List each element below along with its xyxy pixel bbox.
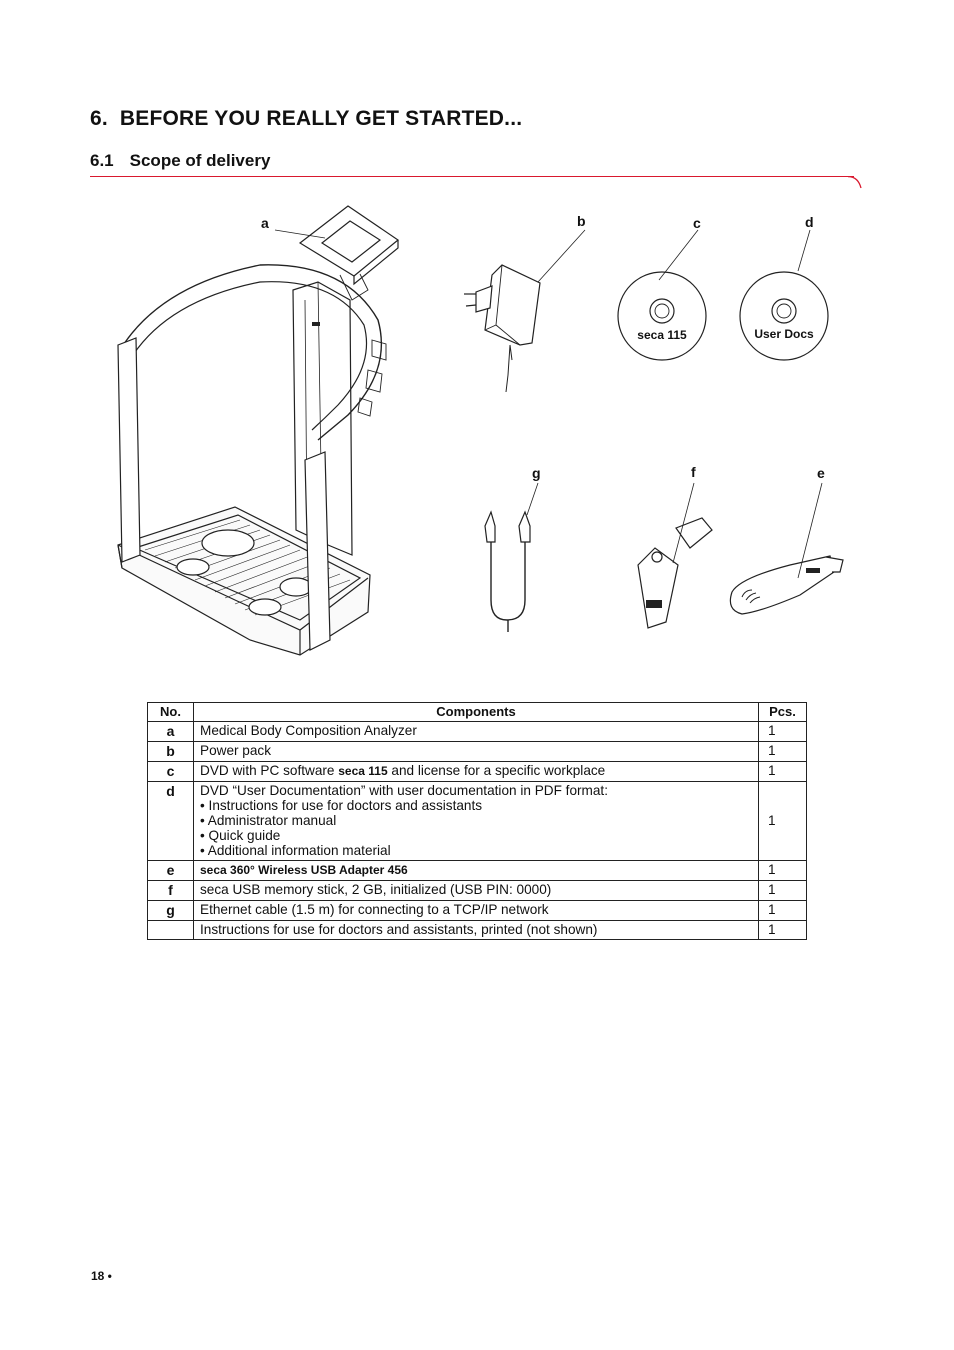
components-table: No. Components Pcs. a Medical Body Compo… bbox=[147, 702, 807, 940]
component-text: and license for a specific workplace bbox=[387, 763, 606, 778]
row-component: Instructions for use for doctors and ass… bbox=[193, 920, 759, 940]
component-bullet: • Additional information material bbox=[200, 843, 391, 858]
section-heading: 6.1 Scope of delivery bbox=[90, 151, 270, 171]
table-row: e seca 360° Wireless USB Adapter 456 1 bbox=[147, 860, 807, 881]
usb-memory-stick-illustration bbox=[637, 482, 713, 629]
table-header-row: No. Components Pcs. bbox=[147, 702, 807, 722]
row-no: a bbox=[147, 721, 194, 742]
row-no: g bbox=[147, 900, 194, 921]
row-component: Ethernet cable (1.5 m) for connecting to… bbox=[193, 900, 759, 921]
row-no: d bbox=[147, 781, 194, 861]
row-pcs: 1 bbox=[758, 721, 807, 742]
dvd-seca115-illustration bbox=[617, 229, 707, 361]
label-f: f bbox=[691, 464, 696, 480]
chapter-heading: 6. BEFORE YOU REALLY GET STARTED... bbox=[90, 107, 522, 131]
component-text: DVD with PC software bbox=[200, 763, 339, 778]
row-component: DVD “User Documentation” with user docum… bbox=[193, 781, 759, 861]
chapter-number: 6. bbox=[90, 107, 108, 130]
ethernet-cable-illustration bbox=[484, 482, 539, 632]
product-name: seca 360° Wireless USB Adapter 456 bbox=[200, 863, 408, 877]
power-pack-illustration bbox=[464, 229, 586, 393]
header-components: Components bbox=[193, 702, 759, 722]
row-pcs: 1 bbox=[758, 900, 807, 921]
wireless-usb-adapter-illustration bbox=[729, 482, 844, 615]
disc-c-label: seca 115 bbox=[637, 328, 687, 342]
table-row: Instructions for use for doctors and ass… bbox=[147, 920, 807, 940]
row-no bbox=[147, 920, 194, 940]
label-c: c bbox=[693, 215, 701, 231]
row-pcs: 1 bbox=[758, 860, 807, 881]
label-a: a bbox=[261, 215, 269, 231]
label-e: e bbox=[817, 465, 825, 481]
row-component: Medical Body Composition Analyzer bbox=[193, 721, 759, 742]
scope-of-delivery-figure bbox=[117, 205, 844, 656]
dvd-user-docs-illustration bbox=[739, 229, 829, 361]
row-component: seca USB memory stick, 2 GB, initialized… bbox=[193, 880, 759, 901]
row-pcs: 1 bbox=[758, 920, 807, 940]
row-pcs: 1 bbox=[758, 880, 807, 901]
analyzer-illustration bbox=[117, 205, 400, 656]
row-pcs: 1 bbox=[758, 781, 807, 861]
header-no: No. bbox=[147, 702, 194, 722]
table-row: g Ethernet cable (1.5 m) for connecting … bbox=[147, 900, 807, 921]
label-b: b bbox=[577, 213, 586, 229]
section-divider-hook bbox=[848, 176, 862, 189]
section-number: 6.1 bbox=[90, 151, 114, 170]
page-number: 18 • bbox=[91, 1269, 112, 1283]
section-title: Scope of delivery bbox=[129, 151, 271, 170]
table-row: b Power pack 1 bbox=[147, 741, 807, 762]
product-name: seca 115 bbox=[338, 764, 388, 778]
disc-d-label: User Docs bbox=[754, 327, 814, 341]
row-component: Power pack bbox=[193, 741, 759, 762]
table-row: d DVD “User Documentation” with user doc… bbox=[147, 781, 807, 861]
label-g: g bbox=[532, 465, 541, 481]
table-row: f seca USB memory stick, 2 GB, initializ… bbox=[147, 880, 807, 901]
row-pcs: 1 bbox=[758, 741, 807, 762]
table-row: c DVD with PC software seca 115 and lice… bbox=[147, 761, 807, 782]
chapter-title: BEFORE YOU REALLY GET STARTED... bbox=[119, 107, 523, 130]
component-bullet: • Instructions for use for doctors and a… bbox=[200, 798, 483, 813]
section-divider bbox=[90, 176, 854, 177]
row-no: e bbox=[147, 860, 194, 881]
row-no: f bbox=[147, 880, 194, 901]
row-component: DVD with PC software seca 115 and licens… bbox=[193, 761, 759, 782]
table-row: a Medical Body Composition Analyzer 1 bbox=[147, 721, 807, 742]
component-bullet: • Administrator manual bbox=[200, 813, 337, 828]
component-line: DVD “User Documentation” with user docum… bbox=[200, 783, 608, 798]
row-no: c bbox=[147, 761, 194, 782]
component-bullet: • Quick guide bbox=[200, 828, 281, 843]
header-pcs: Pcs. bbox=[758, 702, 807, 722]
row-pcs: 1 bbox=[758, 761, 807, 782]
label-d: d bbox=[805, 214, 814, 230]
row-component: seca 360° Wireless USB Adapter 456 bbox=[193, 860, 759, 881]
row-no: b bbox=[147, 741, 194, 762]
